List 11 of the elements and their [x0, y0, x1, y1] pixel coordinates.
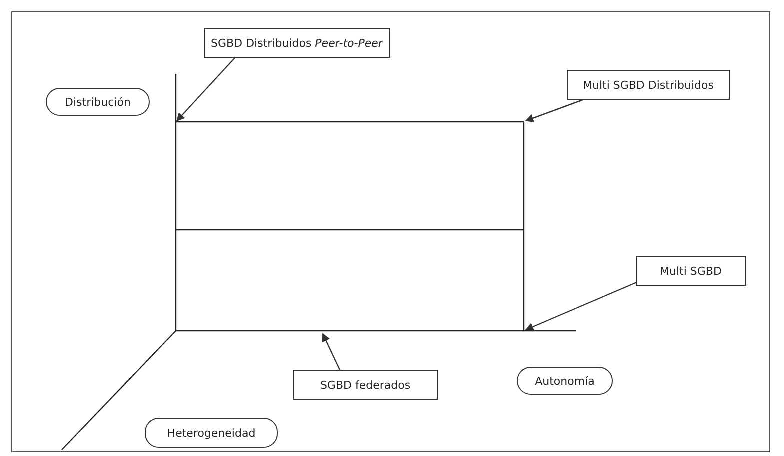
axis-label: Autonomía: [517, 367, 613, 395]
callout-box: SGBD Distribuidos Peer-to-Peer: [204, 28, 390, 58]
axis-label: Distribución: [46, 88, 150, 116]
leader-arrow: [525, 99, 584, 122]
callout-box: Multi SGBD: [636, 256, 746, 286]
leader-arrow: [525, 281, 638, 331]
leader-arrow: [176, 58, 236, 122]
callout-box: SGBD federados: [293, 370, 438, 400]
axis-label: Heterogeneidad: [145, 418, 278, 448]
callout-box: Multi SGBD Distribuidos: [567, 70, 730, 100]
leader-arrow: [322, 333, 341, 370]
